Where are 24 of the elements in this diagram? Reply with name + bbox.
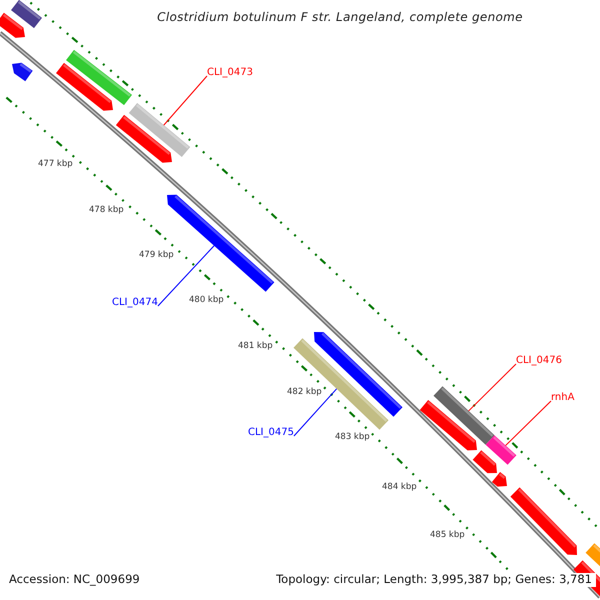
leader-line: [468, 364, 516, 412]
gene-arrow: [128, 103, 190, 157]
gene-label: CLI_0476: [516, 355, 562, 367]
accession-text: Accession: NC_009699: [9, 573, 140, 587]
title: Clostridium botulinum F str. Langeland, complete genome: [156, 10, 524, 24]
scale-label: 482 kbp: [287, 387, 322, 398]
scale-label: 481 kbp: [238, 341, 273, 352]
leader-line: [505, 400, 552, 446]
leader-line: [163, 76, 208, 126]
scale-label: 485 kbp: [430, 530, 465, 540]
gene-label: CLI_0474: [112, 297, 158, 309]
scale-label: 479 kbp: [139, 250, 174, 260]
scale-label: 480 kbp: [189, 295, 224, 306]
gene-arrow: [486, 435, 516, 465]
scale-label: 478 kbp: [89, 205, 124, 216]
gene-label: CLI_0473: [207, 67, 253, 79]
leader-line: [293, 388, 338, 436]
scale-label: 484 kbp: [382, 482, 417, 492]
leader-line: [157, 245, 215, 306]
scale-label: 483 kbp: [335, 432, 370, 442]
gene-label: CLI_0475: [248, 427, 294, 439]
scale-label: 477 kbp: [38, 159, 73, 170]
gene-arrow: [434, 386, 494, 445]
gene-label: rnhA: [551, 392, 574, 404]
